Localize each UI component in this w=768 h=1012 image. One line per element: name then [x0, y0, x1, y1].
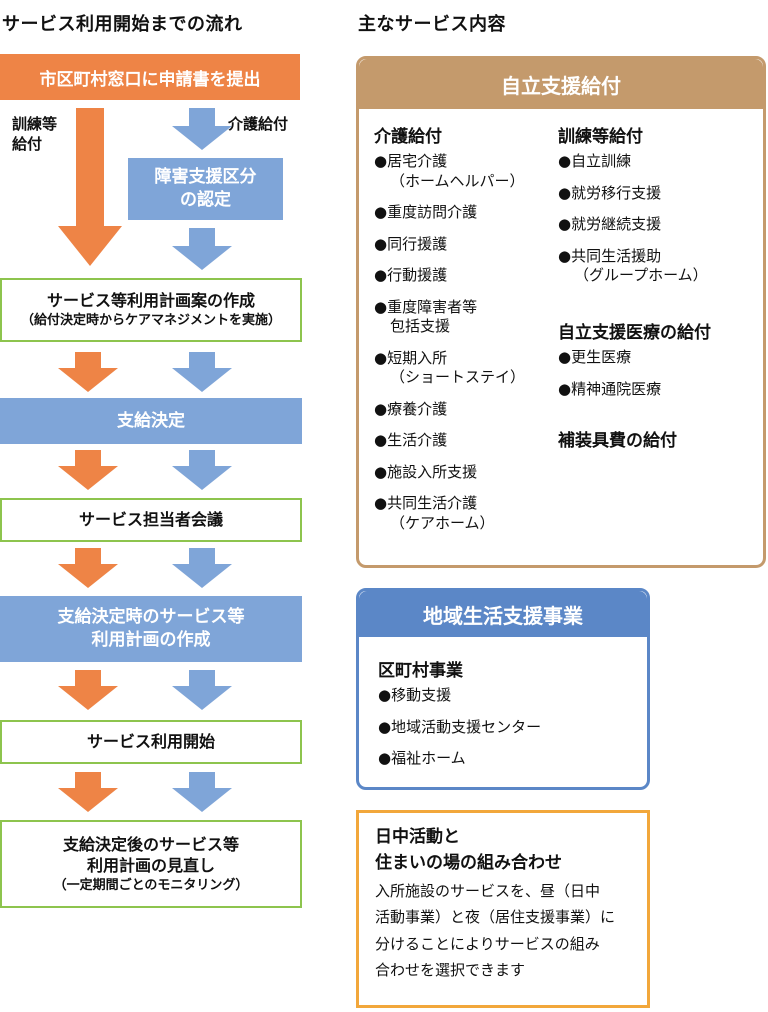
service-list-item: ●重度障害者等包括支援 [374, 297, 478, 336]
service-list-item: ●行動援護 [374, 266, 448, 284]
label-training-benefit: 訓練等 給付 [12, 115, 58, 154]
equipment-benefit-title: 補装具費の給付 [558, 431, 677, 451]
training-benefit-title: 訓練等給付 [558, 127, 643, 147]
step-create-service-plan: 支給決定時のサービス等 利用計画の作成 [0, 596, 302, 662]
service-list-item: ●重度訪問介護 [374, 203, 478, 221]
services-heading: 主なサービス内容 [358, 14, 506, 35]
blue-arrow [172, 352, 232, 392]
blue-arrow-to-assessment [172, 108, 232, 150]
service-list-item: ●移動支援 [378, 686, 452, 704]
orange-arrow [58, 352, 118, 392]
independence-support-panel: 自立支援給付 [356, 56, 766, 568]
step-service-start: サービス利用開始 [0, 720, 302, 764]
service-list-item: ●共同生活援助（グループホーム） [558, 246, 708, 285]
care-benefit-list: ●居宅介護（ホームヘルパー） ●重度訪問介護 ●同行援護 ●行動援護 ●重度障害者等包括… [374, 152, 554, 545]
service-list-item: ●生活介護 [374, 431, 448, 449]
training-benefit-list: ●自立訓練 ●就労移行支援 ●就労継続支援 ●共同生活援助（グループホーム） [558, 152, 758, 298]
service-list-item: ●自立訓練 [558, 152, 632, 170]
blue-arrow [172, 772, 232, 812]
service-list-item: ●更生医療 [558, 348, 632, 366]
orange-long-arrow [58, 108, 122, 266]
service-list-item: ●精神通院医療 [558, 379, 662, 398]
orange-arrow [58, 772, 118, 812]
community-support-panel: 地域生活支援事業 [356, 588, 650, 790]
step-draft-service-plan: サービス等利用計画案の作成 （給付決定時からケアマネジメントを実施） [0, 278, 302, 342]
medical-benefit-list: ●更生医療 ●精神通院医療 [558, 348, 758, 411]
daytime-residence-body: 入所施設のサービスを、昼（日中 活動事業）と夜（居住支援事業）に 分けることによ… [375, 882, 616, 979]
flow-heading: サービス利用開始までの流れ [2, 14, 243, 35]
orange-arrow [58, 670, 118, 710]
community-list: ●移動支援 ●地域活動支援センター ●福祉ホーム [378, 686, 638, 781]
service-list-item: ●同行援護 [374, 234, 448, 253]
service-list-item: ●短期入所（ショートステイ） [374, 348, 526, 387]
blue-arrow [172, 670, 232, 710]
service-list-item: ●福祉ホーム [378, 749, 466, 767]
orange-arrow [58, 548, 118, 588]
daytime-residence-box: 日中活動と 住まいの場の組み合わせ 入所施設のサービスを、昼（日中 活動事業）と… [356, 810, 650, 1008]
label-care-benefit: 介護給付 [228, 115, 289, 133]
independence-support-title: 自立支援給付 [359, 59, 763, 109]
service-list-item: ●施設入所支援 [374, 462, 478, 481]
step-submit-application: 市区町村窓口に申請書を提出 [0, 54, 300, 100]
service-list-item: ●地域活動支援センター [378, 717, 542, 736]
service-list-item: ●療養介護 [374, 399, 448, 418]
service-list-item: ●居宅介護（ホームヘルパー） [374, 152, 525, 190]
step-payment-decision: 支給決定 [0, 398, 302, 444]
step-plan-review: 支給決定後のサービス等 利用計画の見直し （一定期間ごとのモニタリング） [0, 820, 302, 908]
blue-arrow [172, 450, 232, 490]
care-benefit-title: 介護給付 [374, 127, 442, 147]
community-support-title: 地域生活支援事業 [359, 591, 647, 637]
blue-arrow-to-plan [172, 228, 232, 270]
service-list-item: ●就労継続支援 [558, 215, 662, 233]
service-list-item: ●共同生活介護（ケアホーム） [374, 494, 495, 532]
medical-benefit-title: 自立支援医療の給付 [558, 323, 711, 343]
step-service-meeting: サービス担当者会議 [0, 498, 302, 542]
service-list-item: ●就労移行支援 [558, 183, 662, 202]
orange-arrow [58, 450, 118, 490]
blue-arrow [172, 548, 232, 588]
step-disability-assessment: 障害支援区分 の認定 [128, 158, 283, 220]
community-subtitle: 区町村事業 [378, 661, 463, 681]
daytime-residence-title: 日中活動と 住まいの場の組み合わせ [375, 827, 562, 873]
